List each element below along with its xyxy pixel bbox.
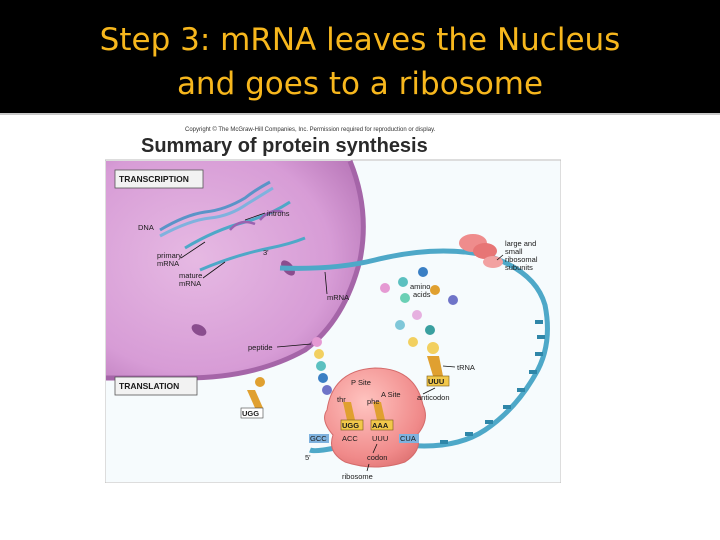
nuclear-envelope [106,160,366,381]
intron [229,220,256,231]
slide-title-line-2: and goes to a ribosome [176,66,544,102]
trna-a-site [370,402,394,431]
label-ribosome: ribosome [342,472,373,481]
trna-p-site [340,402,364,431]
trna-incoming [426,342,450,387]
label-primary-mrna-2: mRNA [157,259,179,268]
label-subunits-3: ribosomal [505,255,538,264]
trna-free [240,377,265,419]
codon-left: GCC [310,434,327,443]
protein-synthesis-figure: Copyright © The McGraw-Hill Companies, I… [105,120,561,483]
codon-left-box [309,434,329,443]
label-amino-acids-1: amino [410,282,430,291]
title-divider [0,113,720,115]
label-subunits-2: small [505,247,523,256]
dna-strand [159,180,271,232]
nucleus [106,161,364,378]
mrna-segments [440,320,545,444]
label-a-site: A Site [381,390,401,399]
label-phe: phe [367,397,380,406]
label-five-prime: 5' [305,453,311,462]
intron [259,209,284,221]
a-site-anticodon: AAA [372,421,389,430]
slide-title-line-1: Step 3: mRNA leaves the Nucleus [99,22,621,58]
label-peptide: peptide [248,343,273,352]
label-codon: codon [367,453,387,462]
label-p-site: P Site [351,378,371,387]
figure-title: Summary of protein synthesis [141,135,428,157]
p-site-anticodon: UGG [342,421,359,430]
label-amino-acids-2: acids [413,290,431,299]
codon-a: UUU [372,434,388,443]
label-three-prime: 3' [263,248,269,257]
nuclear-pore [191,324,207,336]
label-dna: DNA [138,223,154,232]
label-anticodon: anticodon [417,393,450,402]
translation-box [114,376,198,396]
title-bar [0,0,720,113]
copyright-text: Copyright © The McGraw-Hill Companies, I… [185,126,436,133]
codon-right-box [399,434,419,443]
label-thr: thr [337,395,346,404]
incoming-anticodon: UUU [428,377,444,386]
amino-acids [380,267,458,347]
label-primary-mrna-1: primary [157,251,182,260]
label-mature-mrna-2: mRNA [179,279,201,288]
free-trna-anticodon: UGG [242,409,259,418]
codon-right: CUA [400,434,416,443]
peptide-chain [312,337,332,395]
dna-strand [159,186,274,238]
translation-label: TRANSLATION [119,381,179,391]
mature-mrna [199,236,306,272]
codon-p: ACC [342,434,358,443]
label-subunits-4: subunits [505,263,533,272]
label-introns: introns [267,209,290,218]
label-mature-mrna-1: mature [179,271,202,280]
transcription-box [114,169,204,189]
label-mrna: mRNA [327,293,349,302]
transcription-label: TRANSCRIPTION [119,174,189,184]
label-trna: tRNA [457,363,475,372]
label-subunits-1: large and [505,239,536,248]
slide-title: Step 3: mRNA leaves the Nucleus and goes… [0,18,720,106]
